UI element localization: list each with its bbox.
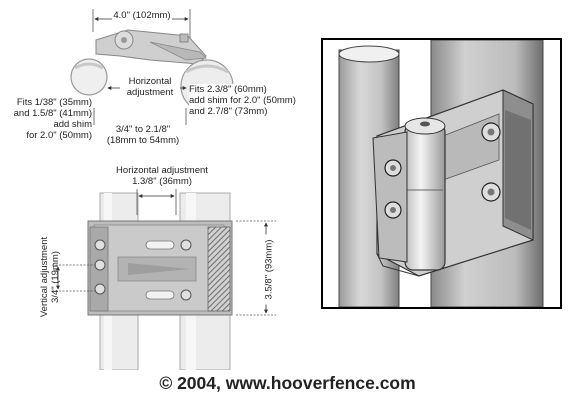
photo-hinge-barrel (404, 123, 446, 271)
top-horizontal-adjustment-line-1: Horizontal (128, 76, 172, 87)
front-view-drawing (52, 189, 276, 370)
left-fit-label: Fits 1/38" (35mm) and 1.5/8" (41mm) add … (13, 97, 92, 141)
top-horizontal-adjustment-line-2: adjustment (126, 87, 174, 98)
hinge-photo (321, 38, 562, 309)
vertical-adjustment-label: Vertical adjustment 3/4" (19mm) (39, 236, 61, 318)
copyright-footer: © 2004, www.hooverfence.com (159, 373, 416, 393)
front-horizontal-adjustment-label: Horizontal adjustment 1.3/8" (36mm) (116, 165, 208, 187)
height-dimension-label: 3.5/8" (93mm) (263, 234, 275, 305)
right-fit-label: Fits 2.3/8" (60mm) add shim for 2.0" (50… (189, 84, 296, 117)
top-horizontal-adjustment-label: Horizontal adjustment (120, 76, 180, 98)
range-label: 3/4" to 2.1/8" (18mm to 54mm) (106, 124, 180, 146)
hinge-photo-illustration (338, 40, 544, 307)
left-post (70, 58, 108, 96)
width-dimension-label: 4.0" (102mm) (112, 10, 172, 21)
photo-bolts (384, 122, 501, 219)
